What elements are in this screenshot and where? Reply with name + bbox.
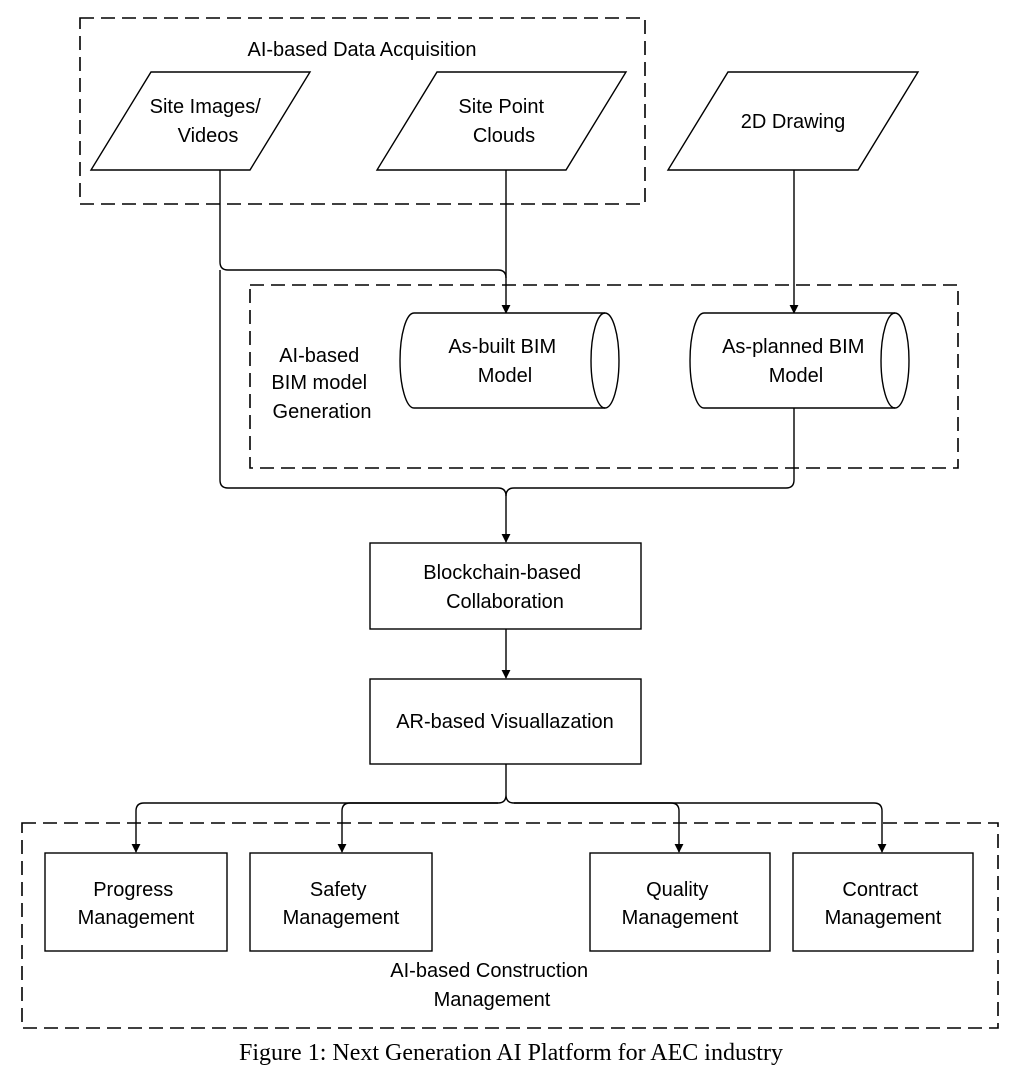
quality-label-line-1: Quality	[646, 879, 708, 901]
bim-generation-group	[249, 284, 959, 469]
connector-site-images-down	[219, 270, 507, 497]
as-planned-model-label: As-planned BIM Model	[722, 336, 870, 387]
bim-generation-group-title: AI-based BIM model Generation	[271, 345, 372, 423]
as-built-model	[399, 312, 620, 409]
site-images-label: Site Images/ Videos	[150, 96, 267, 147]
safety-management-box	[249, 852, 433, 952]
site-images-label-line-2: Videos	[178, 125, 239, 147]
quality-management-box	[589, 852, 771, 952]
construction-management-title-line-1: AI-based Construction	[390, 960, 588, 982]
blockchain-label-line-1: Blockchain-based	[423, 562, 581, 584]
arrow-ar-to-safety	[337, 802, 498, 853]
safety-label-line-2: Management	[283, 907, 400, 929]
arrow-ar-to-progress	[131, 802, 498, 853]
safety-label-line-1: Safety	[310, 879, 367, 901]
site-images-input	[89, 71, 312, 171]
arrow-ar-to-contract	[514, 802, 887, 853]
ar-label: AR-based Visuallazation	[396, 711, 614, 733]
point-clouds-input	[375, 71, 628, 171]
construction-management-group-title: AI-based Construction Management	[390, 960, 593, 1011]
quality-label-line-2: Management	[622, 907, 739, 929]
construction-management-title-line-2: Management	[434, 989, 551, 1011]
contract-label-line-1: Contract	[842, 879, 918, 901]
connector-ar-branch-curve	[497, 794, 515, 804]
as-built-model-end	[590, 312, 606, 409]
drawing-label: 2D Drawing	[741, 111, 845, 133]
blockchain-label-line-2: Collaboration	[446, 591, 564, 613]
as-built-label-line-1: As-built BIM	[448, 336, 556, 358]
progress-label-line-1: Progress	[93, 879, 173, 901]
contract-label-line-2: Management	[825, 907, 942, 929]
construction-management-group	[21, 822, 999, 1029]
bim-generation-title-line-2: BIM model	[271, 372, 367, 394]
connector-site-images-merge	[219, 170, 507, 279]
as-built-model-body	[399, 312, 620, 409]
as-planned-label-line-1: As-planned BIM	[722, 336, 864, 358]
site-images-label-line-1: Site Images/	[150, 96, 262, 118]
bim-generation-title-line-3: Generation	[273, 401, 372, 423]
figure-caption: Figure 1: Next Generation AI Platform fo…	[239, 1040, 783, 1066]
quality-management-label: Quality Management	[622, 879, 739, 929]
acquisition-group-title: AI-based Data Acquisition	[247, 39, 476, 61]
acquisition-group	[79, 17, 646, 205]
blockchain-box	[369, 542, 642, 630]
ar-box	[369, 678, 642, 765]
progress-management-label: Progress Management	[78, 879, 195, 929]
as-built-model-label: As-built BIM Model	[448, 336, 561, 387]
point-clouds-label: Site Point Clouds	[458, 96, 549, 147]
drawing-input	[666, 71, 920, 171]
as-planned-model-body	[689, 312, 910, 409]
contract-management-box	[792, 852, 974, 952]
safety-management-label: Safety Management	[283, 879, 400, 929]
as-planned-label-line-2: Model	[769, 365, 823, 387]
point-clouds-label-line-1: Site Point	[458, 96, 544, 118]
as-planned-model	[689, 312, 910, 409]
connector-as-planned-merge	[505, 408, 795, 497]
as-built-label-line-2: Model	[478, 365, 532, 387]
bim-generation-title-line-1: AI-based	[279, 345, 359, 367]
progress-label-line-2: Management	[78, 907, 195, 929]
blockchain-label: Blockchain-based Collaboration	[423, 562, 586, 613]
contract-management-label: Contract Management	[825, 879, 942, 929]
arrow-ar-to-quality	[514, 802, 684, 853]
as-planned-model-end	[880, 312, 896, 409]
point-clouds-label-line-2: Clouds	[473, 125, 535, 147]
progress-management-box	[44, 852, 228, 952]
